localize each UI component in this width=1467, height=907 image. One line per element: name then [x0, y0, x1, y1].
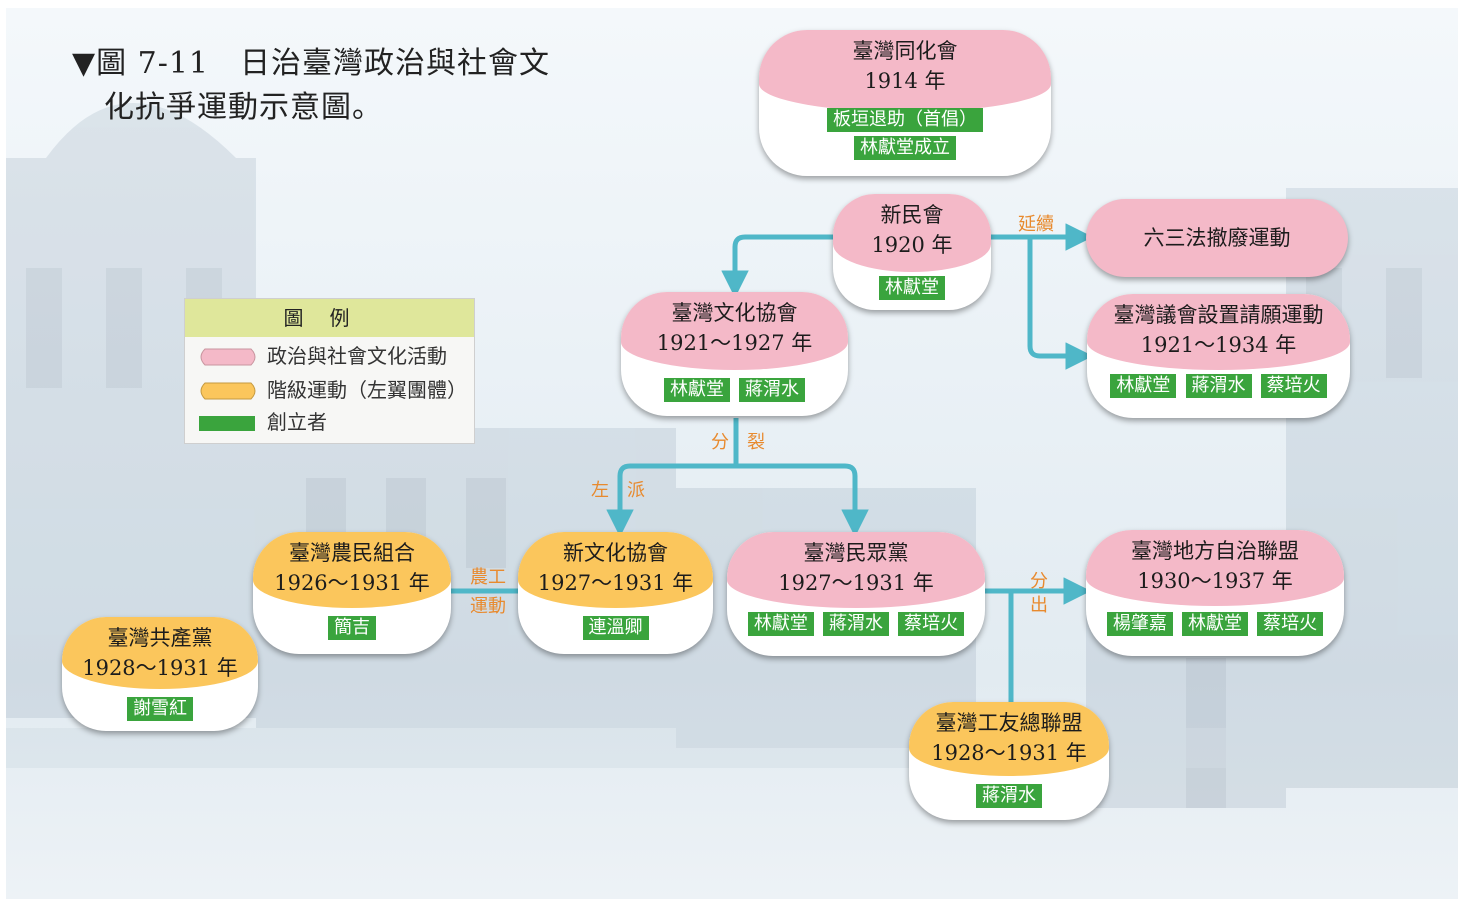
- node-founders: 連溫卿: [518, 616, 713, 644]
- node-shinminkai: 新民會 1920 年 林獻堂: [833, 194, 991, 310]
- node-year: 1930～1937 年: [1137, 569, 1293, 593]
- node-assimilation-society: 臺灣同化會 1914 年 板垣退助（首倡） 林獻堂成立: [759, 30, 1051, 176]
- founder-tag: 林獻堂: [879, 276, 945, 300]
- node-header: 臺灣工友總聯盟 1928～1931 年: [909, 702, 1109, 776]
- founder-tag: 謝雪紅: [127, 697, 193, 721]
- node-founders: 板垣退助（首倡） 林獻堂成立: [759, 108, 1051, 164]
- founder-tag: 林獻堂: [747, 612, 814, 636]
- node-name: 六三法撤廢運動: [1143, 226, 1291, 250]
- node-year: 1928～1931 年: [82, 656, 238, 680]
- edge-culture-to-newculture: [606, 463, 736, 537]
- founder-tag: 蔡培火: [1257, 612, 1324, 636]
- node-year: 1927～1931 年: [778, 571, 934, 595]
- node-founders: 蔣渭水: [909, 784, 1109, 812]
- node-founders: 楊肇嘉 林獻堂 蔡培火: [1086, 612, 1344, 640]
- node-header: 臺灣地方自治聯盟 1930～1937 年: [1086, 530, 1344, 606]
- node-name: 臺灣民眾黨: [803, 541, 909, 565]
- founder-tag: 簡吉: [328, 616, 376, 640]
- founder-tag: 蔣渭水: [823, 612, 889, 636]
- node-name: 臺灣工友總聯盟: [935, 711, 1083, 735]
- node-founders: 謝雪紅: [62, 697, 258, 725]
- node-founders: 林獻堂: [833, 276, 991, 304]
- edge-label-split-out-1: 分: [1030, 571, 1048, 592]
- node-header: 臺灣共產黨 1928～1931 年: [62, 617, 258, 689]
- node-year: 1921～1927 年: [656, 331, 813, 355]
- legend-swatch-pink: [200, 348, 256, 366]
- founder-tag: 林獻堂成立: [854, 136, 956, 160]
- node-name: 臺灣地方自治聯盟: [1131, 539, 1299, 563]
- node-year: 1928～1931 年: [931, 741, 1087, 765]
- node-law63-abolition: 六三法撤廢運動: [1086, 199, 1348, 277]
- node-founders: 簡吉: [253, 616, 451, 644]
- founder-tag: 林獻堂: [663, 378, 730, 402]
- diagram-background: [6, 8, 1458, 899]
- founder-tag: 連溫卿: [582, 616, 649, 640]
- node-labor-federation: 臺灣工友總聯盟 1928～1931 年 蔣渭水: [909, 702, 1109, 820]
- node-name: 新文化協會: [563, 541, 668, 565]
- node-name: 臺灣同化會: [852, 39, 958, 63]
- node-name: 臺灣農民組合: [289, 541, 415, 565]
- figure-caption-line1: ▼圖 7-11 日治臺灣政治與社會文: [72, 46, 551, 81]
- edge-label-split: 分 裂: [711, 432, 765, 453]
- edge-shinminkai-to-culture: [721, 234, 836, 298]
- founder-tag: 林獻堂: [1182, 612, 1248, 636]
- founder-tag: 蔣渭水: [739, 378, 806, 402]
- founder-tag: 林獻堂: [1110, 374, 1177, 398]
- node-header: 新文化協會 1927～1931 年: [518, 532, 713, 608]
- node-peasants-union: 臺灣農民組合 1926～1931 年 簡吉: [253, 532, 451, 654]
- legend-header: 圖例: [185, 299, 474, 337]
- node-header: 新民會 1920 年: [833, 194, 991, 272]
- node-year: 1926～1931 年: [274, 571, 430, 595]
- node-taiwan-peoples-party: 臺灣民眾黨 1927～1931 年 林獻堂 蔣渭水 蔡培火: [727, 532, 985, 656]
- edge-label-farm-labor-1: 農工: [470, 567, 506, 588]
- edge-label-continue: 延續: [1018, 214, 1054, 235]
- node-year: 1914 年: [864, 69, 946, 93]
- legend-label-founder: 創立者: [267, 410, 327, 434]
- node-header: 臺灣農民組合 1926～1931 年: [253, 532, 451, 608]
- node-founders: 林獻堂 蔣渭水 蔡培火: [1087, 374, 1350, 402]
- legend: 圖例 政治與社會文化活動 階級運動（左翼團體） 創立者: [184, 298, 475, 444]
- node-taiwan-culture-association: 臺灣文化協會 1921～1927 年 林獻堂 蔣渭水: [621, 292, 848, 416]
- founder-tag: 蔡培火: [898, 612, 965, 636]
- node-name: 臺灣共產黨: [107, 626, 213, 650]
- node-year: 1927～1931 年: [537, 571, 694, 595]
- node-name: 臺灣議會設置請願運動: [1113, 303, 1324, 327]
- edge-label-split-out-2: 出: [1030, 595, 1048, 616]
- node-header: 臺灣同化會 1914 年: [759, 30, 1051, 112]
- legend-swatch-green: [199, 416, 255, 431]
- node-header: 臺灣議會設置請願運動 1921～1934 年: [1087, 294, 1350, 370]
- node-header: 臺灣文化協會 1921～1927 年: [621, 292, 848, 370]
- edge-label-left-wing: 左 派: [591, 480, 645, 501]
- edge-shinminkai-to-parliament: [1027, 237, 1093, 370]
- figure-caption: ▼圖 7-11 日治臺灣政治與社會文 化抗爭運動示意圖。: [72, 42, 612, 130]
- edge-label-farm-labor-2: 運動: [470, 596, 506, 617]
- node-year: 1920 年: [871, 233, 953, 257]
- node-new-culture-association: 新文化協會 1927～1931 年 連溫卿: [518, 532, 713, 654]
- node-header: 臺灣民眾黨 1927～1931 年: [727, 532, 985, 608]
- founder-tag: 蔣渭水: [976, 784, 1042, 808]
- node-parliament-petition: 臺灣議會設置請願運動 1921～1934 年 林獻堂 蔣渭水 蔡培火: [1087, 294, 1350, 418]
- founder-tag: 板垣退助（首倡）: [827, 108, 983, 132]
- founder-tag: 蔣渭水: [1185, 374, 1252, 398]
- legend-swatch-orange: [200, 382, 256, 400]
- node-founders: 林獻堂 蔣渭水: [621, 378, 848, 406]
- node-year: 1921～1934 年: [1140, 333, 1297, 357]
- founder-tag: 蔡培火: [1260, 374, 1327, 398]
- edge-culture-to-peoplesparty: [736, 463, 869, 537]
- node-name: 臺灣文化協會: [671, 301, 798, 325]
- figure-caption-line2: 化抗爭運動示意圖。: [104, 90, 383, 125]
- legend-label-class: 階級運動（左翼團體）: [267, 378, 467, 402]
- node-name: 新民會: [880, 203, 944, 227]
- founder-tag: 楊肇嘉: [1106, 612, 1173, 636]
- node-local-autonomy-league: 臺灣地方自治聯盟 1930～1937 年 楊肇嘉 林獻堂 蔡培火: [1086, 530, 1344, 656]
- node-founders: 林獻堂 蔣渭水 蔡培火: [727, 612, 985, 640]
- node-taiwan-communist-party: 臺灣共產黨 1928～1931 年 謝雪紅: [62, 617, 258, 731]
- legend-label-political: 政治與社會文化活動: [267, 344, 447, 368]
